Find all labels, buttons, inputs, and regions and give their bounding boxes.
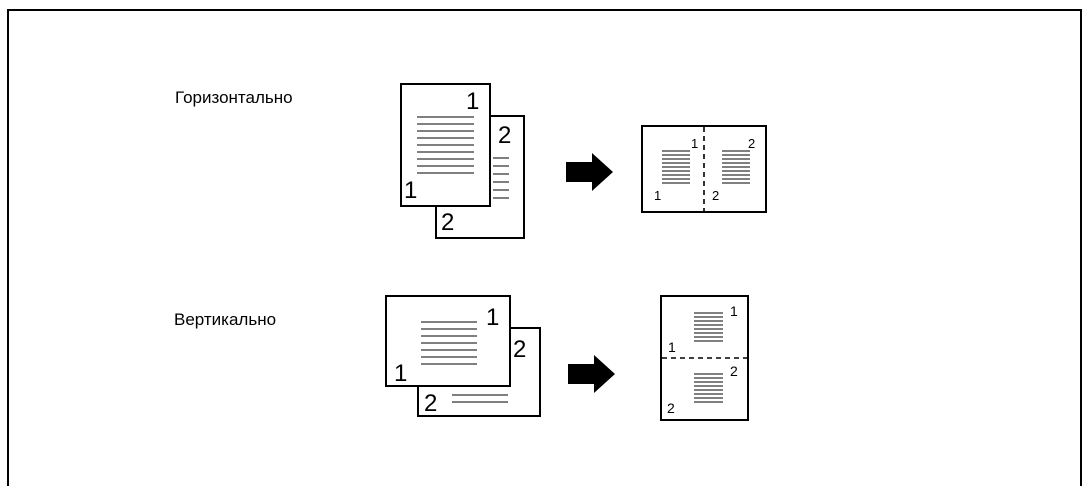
vertical-result-bottom-lines [694,373,723,403]
vertical-result-bottom-corner-number: 2 [730,363,738,379]
vertical-back-corner-number: 2 [513,336,526,363]
horizontal-result-right-top-number: 2 [748,136,755,151]
vertical-front-bottom-number: 1 [394,360,407,387]
vertical-result-bottom-bottom-number: 2 [667,400,675,416]
horizontal-front-page-lines [417,116,474,174]
horizontal-front-corner-number: 1 [466,88,479,115]
right-arrow-icon [568,355,615,393]
horizontal-back-corner-number: 2 [498,122,511,149]
horizontal-result-right-lines [722,150,750,184]
horizontal-result-left-bottom-number: 1 [654,188,661,203]
vertical-result-sheet: 1 1 2 2 [660,295,749,421]
horizontal-result-right-bottom-number: 2 [712,188,719,203]
vertical-front-page [385,295,511,387]
vertical-result-top-bottom-number: 1 [668,339,676,355]
vertical-front-corner-number: 1 [486,304,499,331]
horizontal-result-left-lines [662,150,690,184]
right-arrow-icon [566,153,613,191]
vertical-result-top-lines [694,312,723,342]
horizontal-result-sheet: 1 1 2 2 [641,125,767,213]
vertical-back-bottom-number: 2 [424,390,437,417]
vertical-result-top-corner-number: 1 [730,303,738,319]
vertical-front-page-lines [421,321,477,365]
frame-border [7,9,1082,486]
label-horizontal: Горизонтально [175,88,293,107]
horizontal-original-pages: 2 2 1 1 [400,83,525,239]
horizontal-front-bottom-number: 1 [404,177,417,204]
vertical-original-pages: 2 2 1 1 [385,295,541,417]
horizontal-back-bottom-number: 2 [441,209,454,236]
label-vertical: Вертикально [174,310,277,329]
horizontal-back-page-lines [493,157,509,199]
horizontal-result-left-top-number: 1 [691,136,698,151]
